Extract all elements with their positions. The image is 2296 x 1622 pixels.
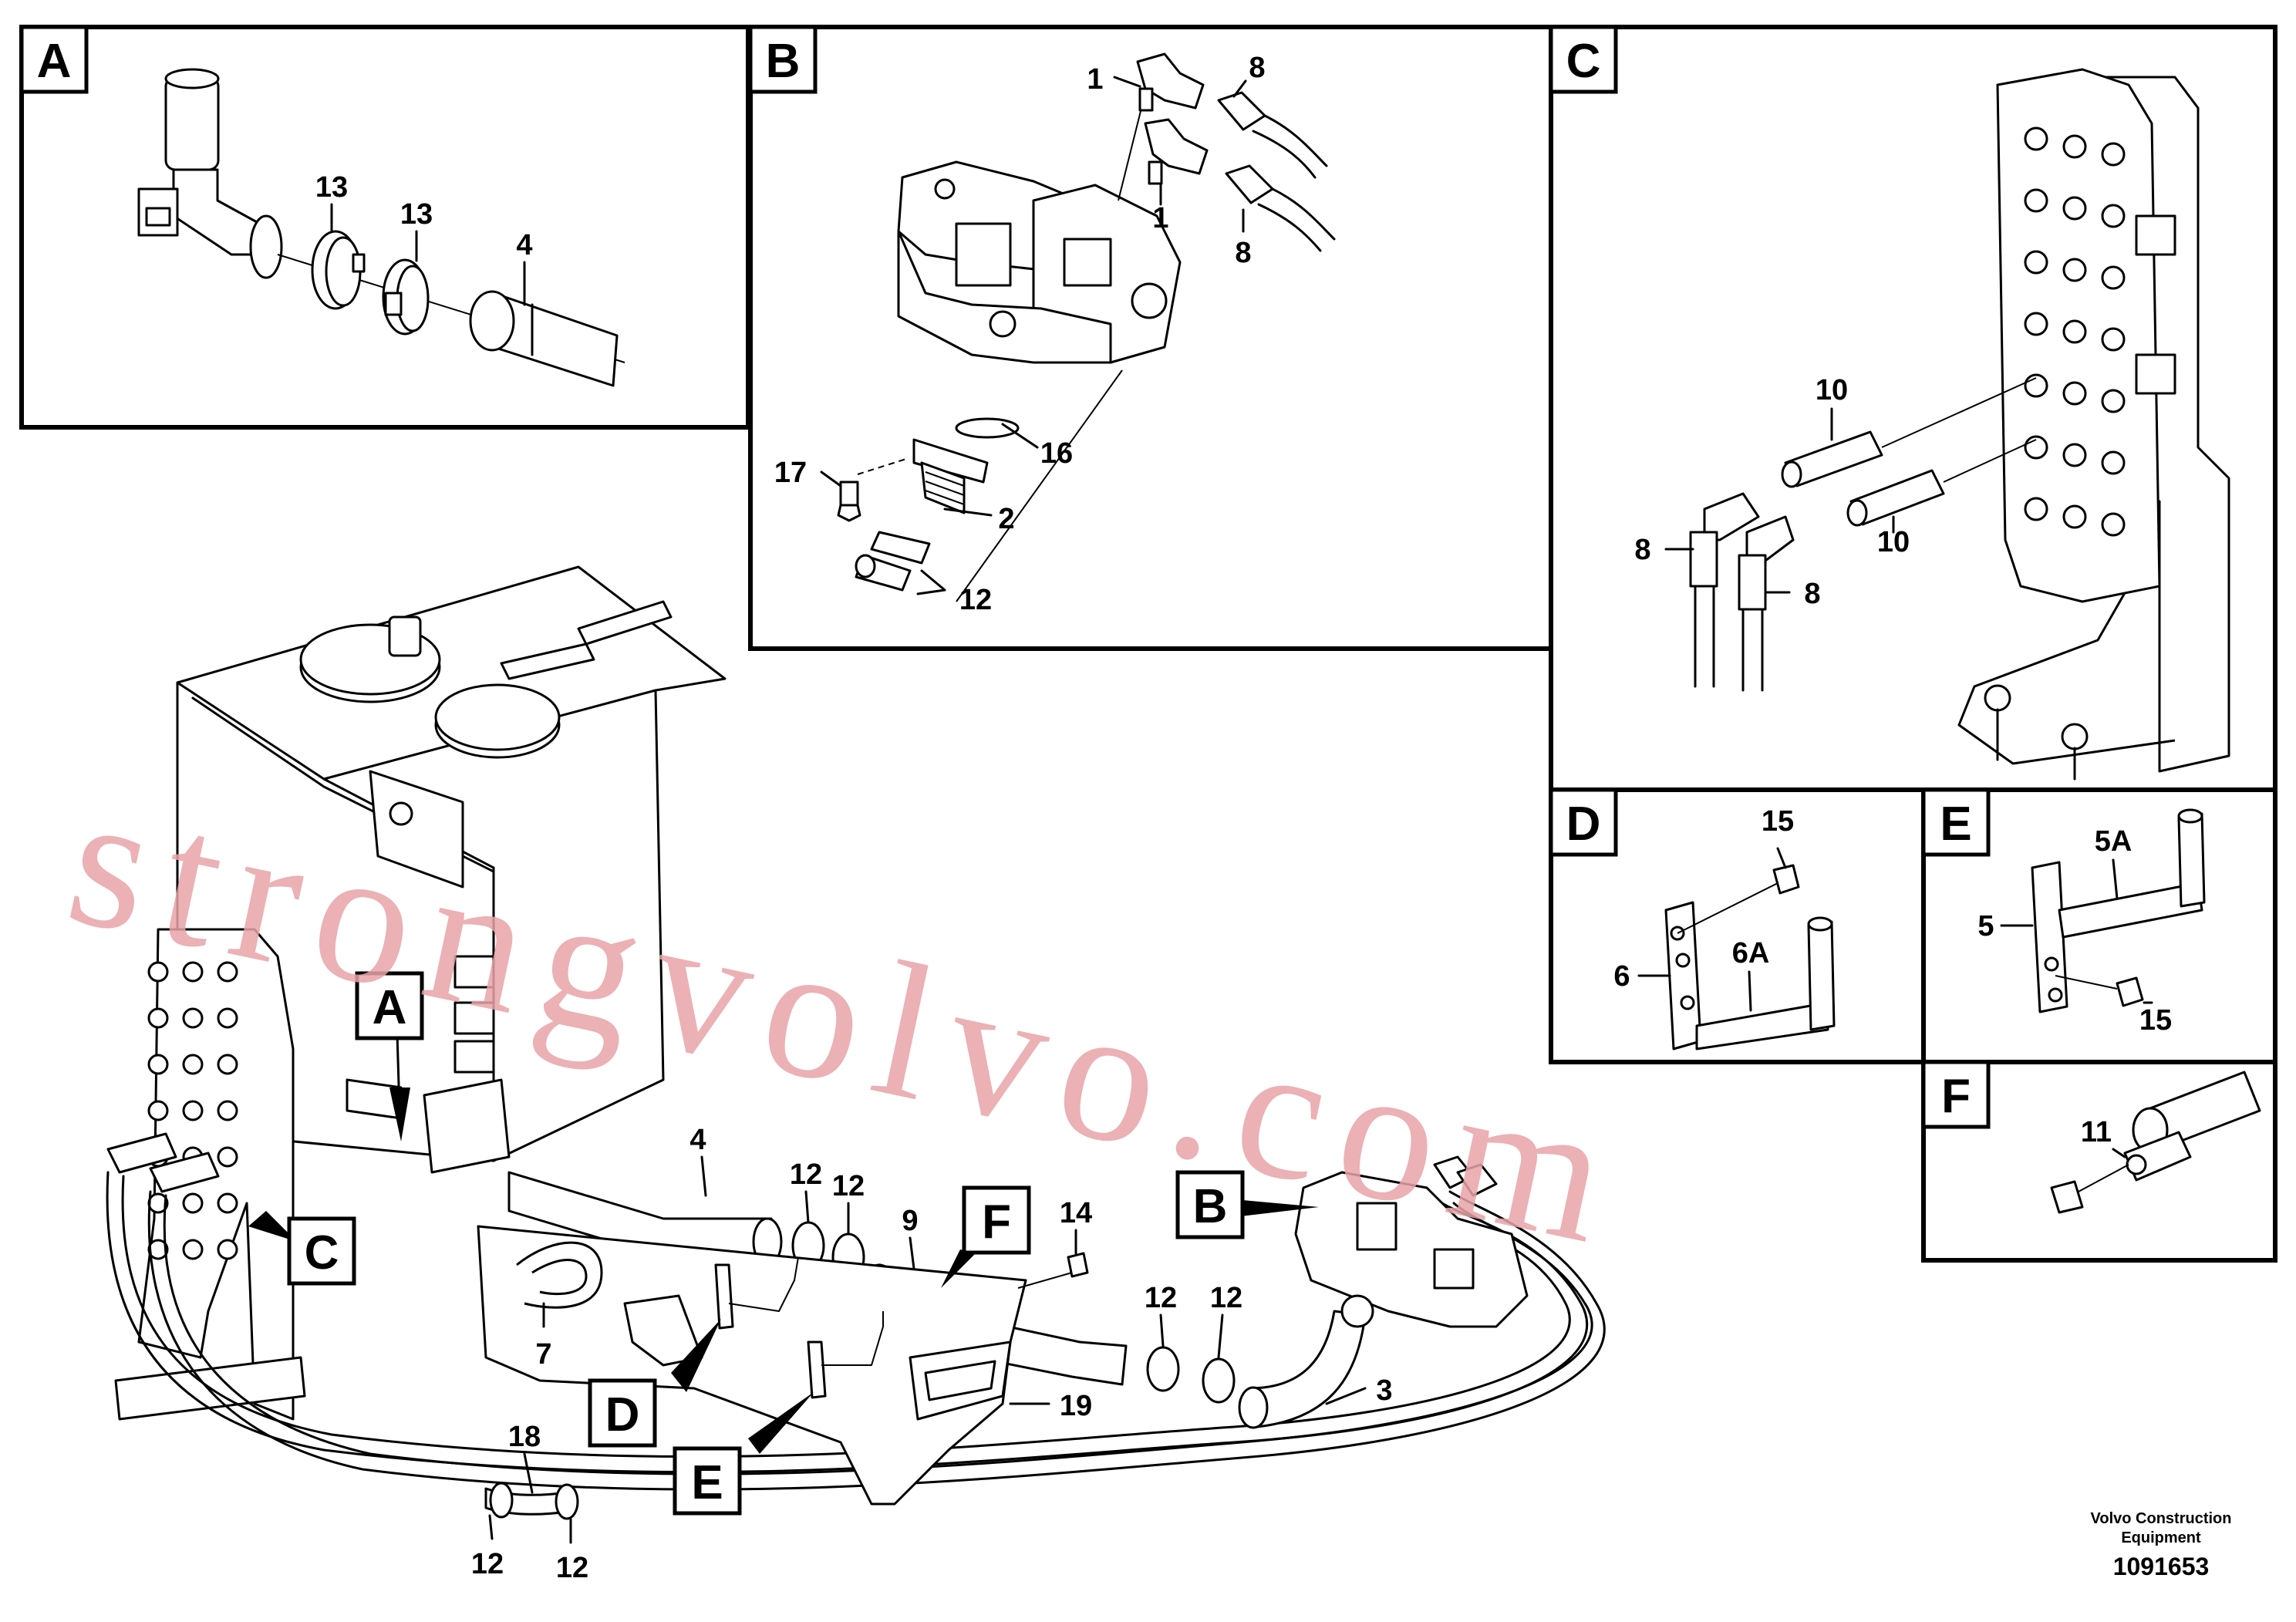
label-2-b: 2: [998, 503, 1014, 535]
pilot-hoses-drawing: [106, 1132, 1606, 1491]
hose-drawing: [469, 290, 619, 387]
support-plate-19-drawing: [477, 1225, 1027, 1506]
panel-f-letter: F: [1941, 1070, 1971, 1123]
label-10-c1: 10: [1816, 374, 1848, 406]
label-1-b1: 1: [1087, 63, 1103, 96]
label-14-main: 14: [1060, 1197, 1092, 1229]
label-19-main: 19: [1060, 1390, 1092, 1422]
adapter-10-drawing: [1781, 377, 2037, 527]
label-11-f: 11: [2081, 1116, 2112, 1148]
label-12-b: 12: [959, 584, 992, 616]
panel-d: D 15 6 6A: [1549, 787, 1926, 1064]
drawing-number: 1091653: [2113, 1553, 2210, 1580]
panel-b-letter: B: [766, 35, 801, 88]
label-12-main-4: 12: [1210, 1282, 1242, 1314]
label-3-main: 3: [1376, 1374, 1392, 1407]
panel-a-letter: A: [37, 35, 72, 88]
label-12-main-6: 12: [556, 1552, 588, 1584]
callout-c: C: [305, 1226, 339, 1280]
hose-18-drawing: [484, 1482, 579, 1520]
panel-b: B: [748, 25, 1553, 651]
callout-f: F: [982, 1195, 1011, 1249]
control-valve-drawing: [1957, 68, 2230, 781]
label-10-c2: 10: [1877, 526, 1910, 558]
hose-8-drawing: [1217, 91, 1336, 252]
suction-hose-3-drawing: [1238, 1310, 1367, 1429]
label-6-d: 6: [1613, 960, 1630, 993]
panel-a: A 13 13 4: [19, 25, 750, 430]
panel-e-letter: E: [1940, 798, 1971, 851]
label-9-main: 9: [902, 1205, 918, 1237]
credit-block: Volvo Construction Equipment 1091653: [2091, 1510, 2232, 1580]
label-4-a: 4: [516, 229, 532, 261]
hydraulic-tank-drawing: [176, 565, 727, 1174]
callout-b: B: [1193, 1180, 1228, 1233]
label-8-c2: 8: [1804, 578, 1820, 610]
label-6a-d: 6A: [1732, 937, 1770, 969]
label-8-c1: 8: [1634, 534, 1650, 566]
label-18-main: 18: [508, 1421, 541, 1453]
label-7-main: 7: [535, 1338, 551, 1371]
label-8-b1: 8: [1249, 52, 1265, 84]
label-12-main-1: 12: [790, 1158, 822, 1191]
panel-d-letter: D: [1566, 798, 1601, 851]
label-15-d: 15: [1762, 805, 1794, 838]
valve-section-ports: [2024, 126, 2126, 537]
label-13-a1: 13: [315, 171, 348, 204]
panel-c: C: [1549, 25, 2277, 792]
label-5a-e: 5A: [2095, 825, 2132, 858]
label-15-e: 15: [2139, 1004, 2172, 1037]
panel-e: E 5A 5 15: [1921, 787, 2277, 1064]
label-16-b: 16: [1040, 437, 1073, 470]
label-12-main-3: 12: [1145, 1282, 1177, 1314]
callout-d: D: [605, 1388, 640, 1442]
panel-c-letter: C: [1566, 35, 1601, 88]
label-5-e: 5: [1977, 910, 1994, 943]
credit-line-2: Equipment: [2121, 1529, 2201, 1546]
hose-clamp-drawing: [311, 230, 430, 336]
pump-drawing: [897, 107, 1182, 602]
label-17-b: 17: [774, 457, 807, 489]
label-12-main-5: 12: [471, 1548, 504, 1580]
main-assembly: 4 12 12 9 14 12 12 3 19 7 18 12 12 A B C…: [106, 565, 1606, 1584]
label-12-main-2: 12: [832, 1170, 865, 1202]
label-4-main: 4: [689, 1124, 706, 1156]
label-13-a2: 13: [400, 198, 433, 231]
oring-fitting-drawing: [837, 417, 1020, 592]
label-8-b2: 8: [1235, 237, 1251, 269]
credit-line-1: Volvo Construction: [2091, 1510, 2232, 1527]
panel-f: F 11: [1921, 1060, 2277, 1263]
callout-e: E: [691, 1456, 723, 1509]
elbow-fitting-drawing: [1136, 52, 1209, 185]
label-1-b2: 1: [1152, 202, 1168, 234]
hose-8-c-drawing: [1689, 492, 1795, 692]
main-pump-drawing: [1294, 1155, 1529, 1328]
callout-a: A: [373, 981, 407, 1034]
